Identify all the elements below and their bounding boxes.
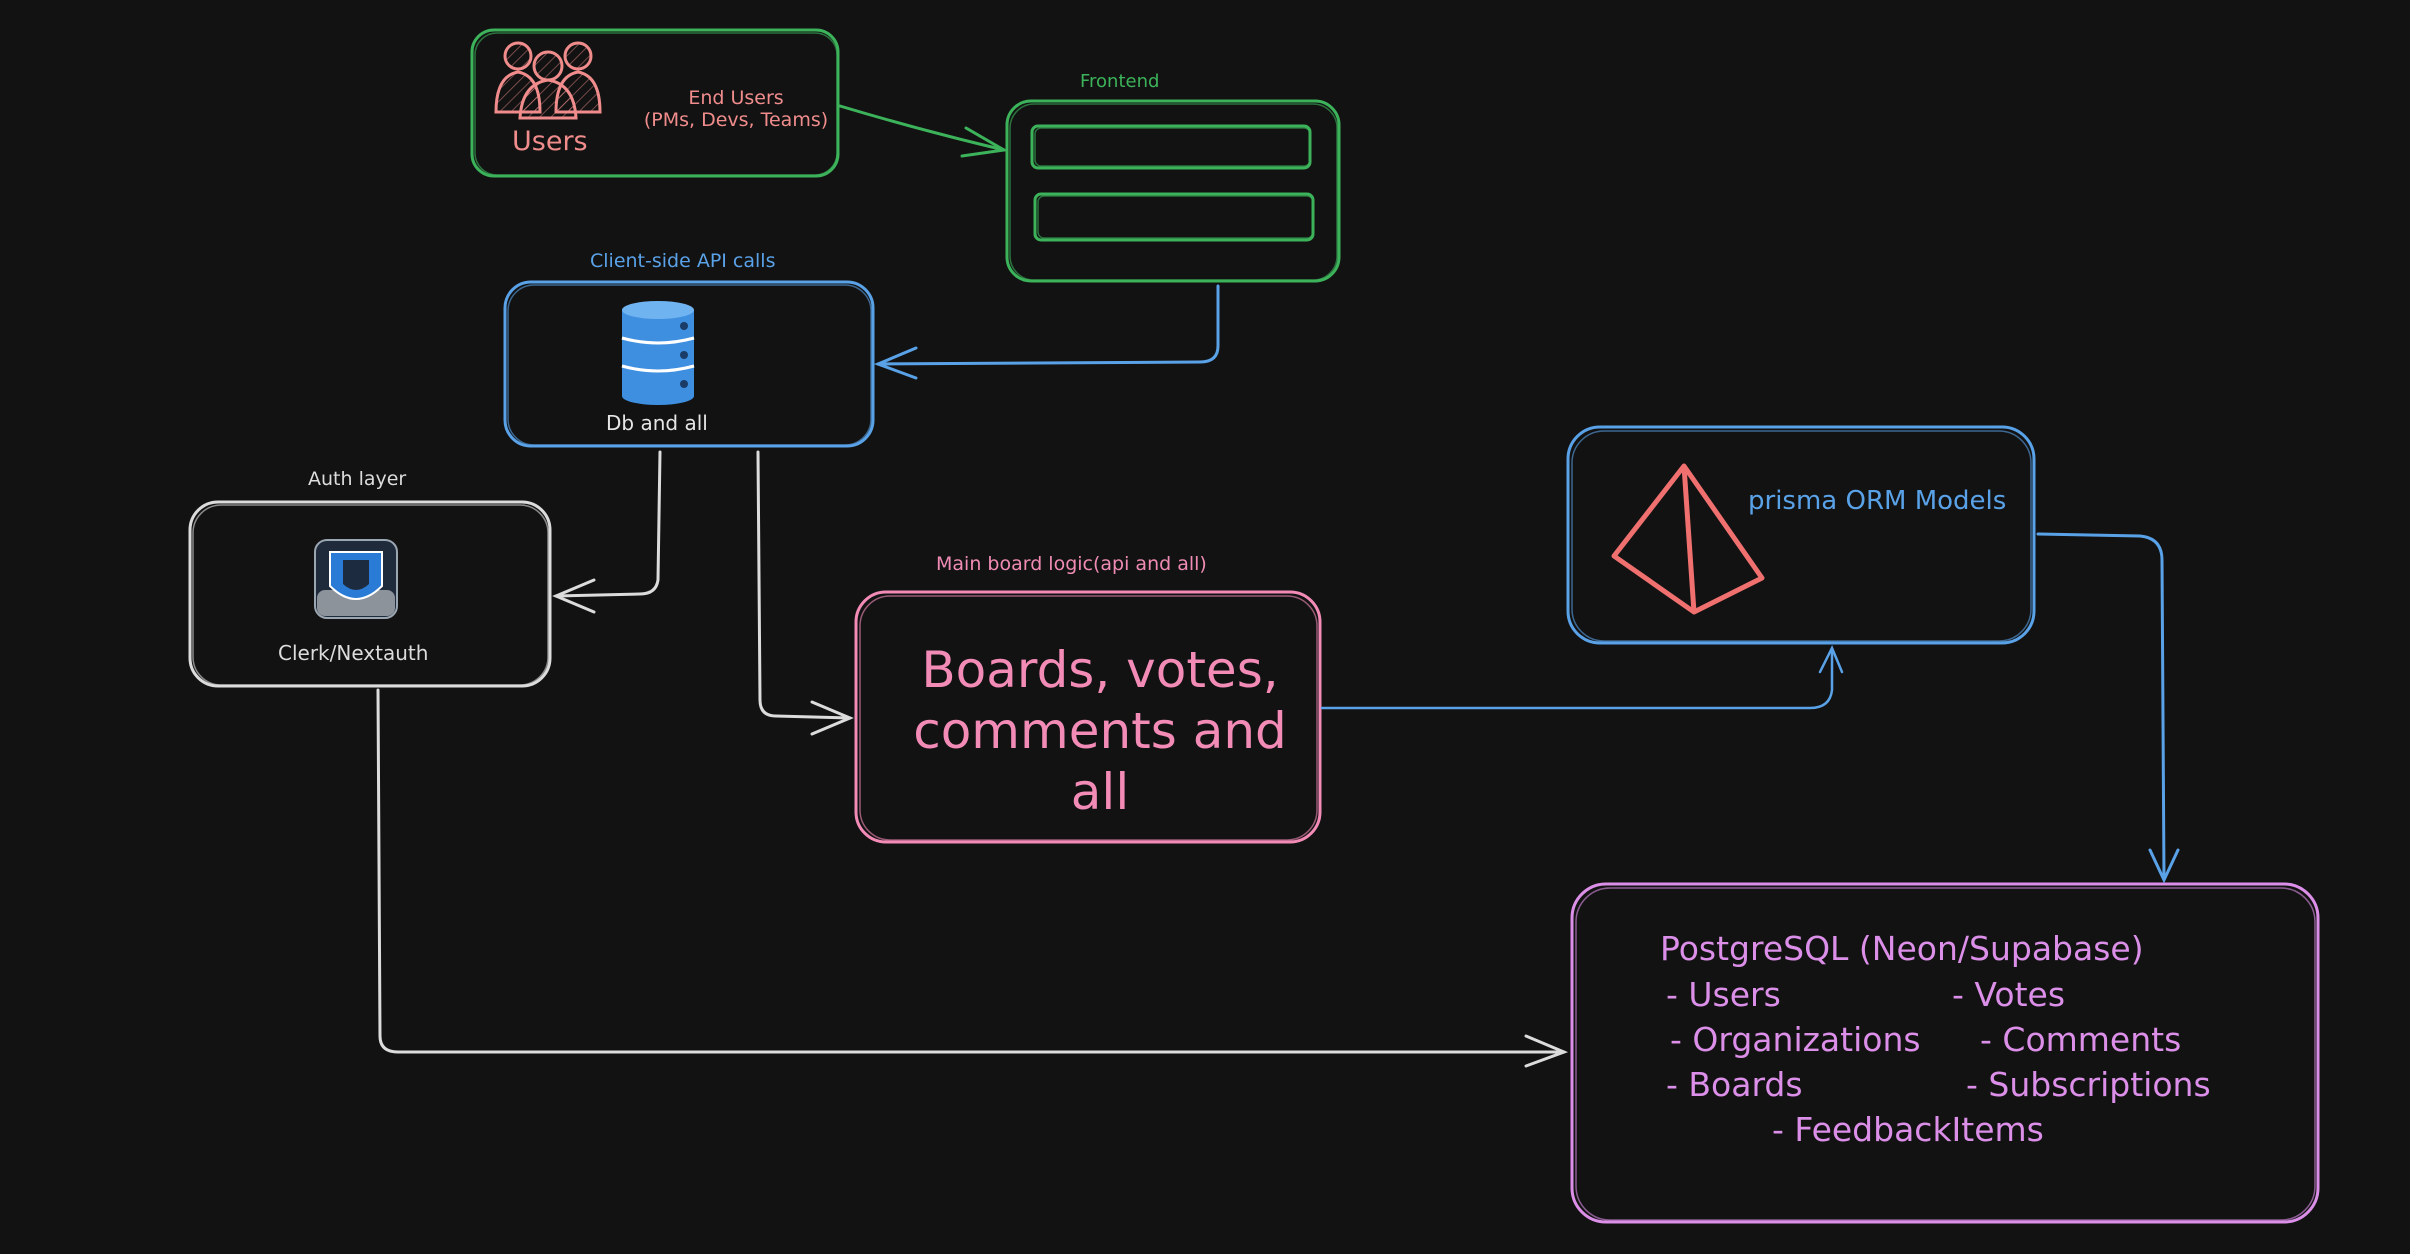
client-api-box[interactable] (503, 280, 875, 448)
frontend-title: Frontend (1080, 71, 1160, 92)
postgres-box[interactable] (1570, 882, 2320, 1224)
arrow-prisma-to-postgres (2036, 532, 2180, 884)
main-logic-title: Main board logic(api and all) (936, 553, 1207, 575)
client-api-label: Db and all (606, 411, 708, 435)
arrow-auth-to-postgres (376, 688, 1569, 1068)
prisma-box[interactable] (1566, 425, 2036, 645)
end-users-box[interactable] (470, 28, 840, 178)
end-users-label: End Users (PMs, Devs, Teams) (643, 87, 829, 131)
postgres-title: PostgreSQL (Neon/Supabase) (1660, 929, 2144, 968)
frontend-bar-bottom (1033, 192, 1315, 242)
auth-box[interactable] (188, 500, 552, 688)
postgres-item: - Comments (1980, 1020, 2182, 1059)
arrow-client-api-to-auth (552, 450, 662, 614)
users-group-icon (494, 41, 602, 120)
frontend-bar-top (1030, 124, 1312, 170)
main-logic-box[interactable] (854, 590, 1322, 844)
prisma-label: prisma ORM Models (1748, 486, 2007, 516)
prisma-icon (1611, 463, 1765, 615)
auth-title: Auth layer (308, 468, 407, 490)
frontend-box[interactable] (1005, 99, 1341, 283)
postgres-item: - Users (1666, 975, 1781, 1014)
main-logic-label: Boards, votes, comments and all (913, 641, 1287, 821)
arrow-users-to-frontend (838, 104, 1009, 158)
postgres-item: - Subscriptions (1966, 1065, 2211, 1104)
arrow-frontend-to-client-api (873, 284, 1220, 380)
database-icon (621, 301, 695, 405)
users-icon-label: Users (512, 126, 588, 157)
arrow-main-logic-to-prisma (1320, 644, 1844, 710)
postgres-item: - Organizations (1670, 1020, 1921, 1059)
postgres-item: - Votes (1952, 975, 2066, 1014)
postgres-item: - FeedbackItems (1772, 1110, 2044, 1149)
client-api-title: Client-side API calls (590, 250, 776, 272)
postgres-item: - Boards (1666, 1065, 1803, 1104)
auth-label: Clerk/Nextauth (278, 641, 429, 665)
arrow-client-api-to-main-logic (756, 450, 854, 736)
shield-icon (314, 539, 398, 619)
